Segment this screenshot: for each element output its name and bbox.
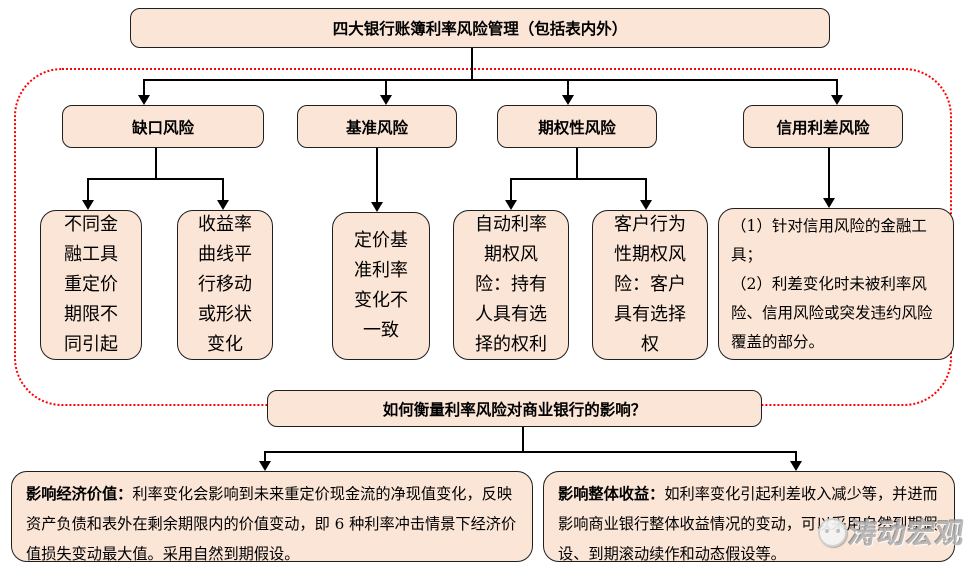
node-option-auto: 自动利率期权风险：持有人具有选择的权利 [453, 210, 569, 360]
option-behavior-text: 客户行为性期权风险：客户具有选择权 [614, 214, 686, 355]
connector-drop-basis [385, 79, 387, 97]
arrowhead-option2 [640, 200, 652, 210]
category-gap-risk: 缺口风险 [62, 105, 264, 148]
gap-cause-1-text: 不同金融工具重定价期限不同引起 [64, 214, 118, 355]
question-box: 如何衡量利率风险对商业银行的影响？ [267, 390, 762, 427]
node-gap-cause-1: 不同金融工具重定价期限不同引起 [40, 210, 142, 360]
gap-cause-2-text: 收益率曲线平行移动或形状变化 [198, 214, 252, 355]
arrowhead-gap [138, 95, 150, 105]
connector-drop-gap [143, 79, 145, 97]
connector-credit-stem [828, 148, 830, 200]
category-option-risk: 期权性风险 [497, 105, 657, 148]
arrowhead-gap2 [217, 200, 229, 210]
title-text: 四大银行账簿利率风险管理（包括表内外） [332, 19, 628, 38]
impact-overall-income-box: 影响整体收益：如利率变化引起利差收入减少等，并进而影响商业银行整体收益情况的变动… [543, 471, 955, 563]
connector-impact-drop2 [795, 451, 797, 463]
connector-basis-stem [376, 148, 378, 203]
category-option-label: 期权性风险 [538, 117, 616, 137]
impact-economic-value-box: 影响经济价值：利率变化会影响到未来重定价现金流的净现值变化，反映资产负债和表外在… [11, 471, 533, 563]
category-basis-label: 基准风险 [345, 117, 408, 137]
arrowhead-credit-child [823, 198, 835, 208]
arrowhead-impact1 [259, 461, 271, 471]
connector-gap-bus [88, 178, 223, 180]
arrowhead-gap1 [82, 200, 94, 210]
connector-option-drop2 [645, 178, 647, 202]
arrowhead-credit [831, 95, 843, 105]
arrowhead-option [562, 95, 574, 105]
connector-drop-credit [836, 79, 838, 97]
arrowhead-basis-child [371, 202, 383, 212]
node-credit-spread-detail: （1）针对信用风险的金融工具； （2）利差变化时未被利率风险、信用风险或突发违约… [718, 208, 954, 360]
connector-option-bus [511, 178, 646, 180]
impact-economic-value-lead: 影响经济价值： [26, 485, 133, 503]
impact-economic-value-text: 利率变化会影响到未来重定价现金流的净现值变化，反映资产负债和表外在剩余期限内的价… [26, 485, 517, 563]
connector-gap-stem [155, 148, 157, 178]
connector-option-stem [576, 148, 578, 178]
arrowhead-impact2 [790, 461, 802, 471]
impact-overall-income-lead: 影响整体收益： [558, 485, 665, 503]
connector-option-drop1 [510, 178, 512, 202]
question-text: 如何衡量利率风险对商业银行的影响？ [382, 399, 647, 419]
option-auto-text: 自动利率期权风险：持有人具有选择的权利 [475, 214, 547, 355]
category-basis-risk: 基准风险 [297, 105, 457, 148]
connector-gap-drop2 [222, 178, 224, 202]
basis-cause-text: 定价基准利率变化不一致 [354, 230, 408, 341]
title-box: 四大银行账簿利率风险管理（包括表内外） [130, 8, 830, 48]
category-credit-spread-risk: 信用利差风险 [743, 105, 903, 148]
arrowhead-basis [380, 95, 392, 105]
connector-gap-drop1 [87, 178, 89, 202]
node-basis-cause: 定价基准利率变化不一致 [332, 212, 430, 360]
connector-question-bus [265, 451, 796, 453]
connector-top-bus [144, 79, 838, 81]
connector-drop-option [567, 79, 569, 97]
connector-title-stem [471, 48, 473, 79]
node-option-behavior: 客户行为性期权风险：客户具有选择权 [592, 210, 708, 360]
arrowhead-option1 [505, 200, 517, 210]
connector-impact-drop1 [264, 451, 266, 463]
category-credit-label: 信用利差风险 [776, 117, 870, 137]
connector-question-stem [522, 427, 524, 451]
node-gap-cause-2: 收益率曲线平行移动或形状变化 [177, 210, 273, 360]
category-gap-label: 缺口风险 [131, 117, 194, 137]
